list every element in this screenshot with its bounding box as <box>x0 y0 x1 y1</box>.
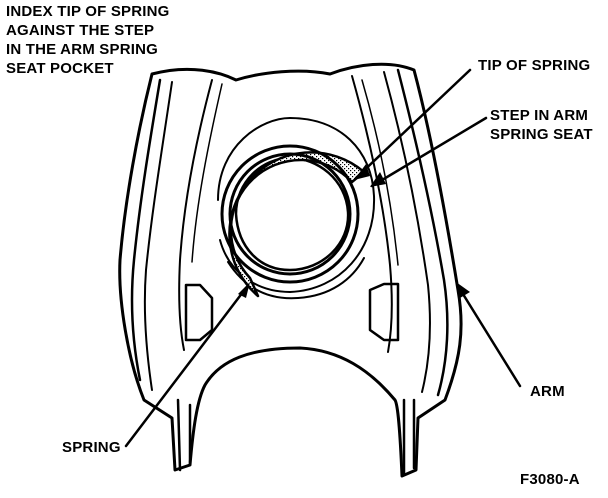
arrowhead-arm <box>456 282 470 298</box>
arm-label: ARM <box>530 383 565 400</box>
step-in-arm-line-2: SPRING SEAT <box>490 126 593 143</box>
index-note-line-3: IN THE ARM SPRING <box>6 41 159 58</box>
step-in-arm-line-1: STEP IN ARM <box>490 107 589 124</box>
leader-tip-of-spring <box>354 68 472 180</box>
step-in-arm-label: STEP IN ARM SPRING SEAT <box>490 106 593 144</box>
arm-left-rib-inner <box>178 79 213 351</box>
arm-right-leg <box>402 398 416 476</box>
figure-id-label: F3080-A <box>520 471 580 488</box>
arrowhead-spring <box>238 282 250 298</box>
spring-seat-bore-inner <box>228 152 352 276</box>
arm-left-leg <box>176 398 192 472</box>
arm-right-rib-middle <box>383 71 431 393</box>
left-pad <box>184 283 214 342</box>
index-note-label: INDEX TIP OF SPRING AGAINST THE STEP IN … <box>6 2 170 78</box>
arm-left-rib-middle <box>143 81 173 391</box>
leader-step-in-arm <box>370 116 488 188</box>
leader-arm <box>456 284 522 388</box>
index-note-line-4: SEAT POCKET <box>6 60 114 77</box>
leader-spring <box>124 286 248 448</box>
arrowhead-tip-of-spring <box>354 164 370 180</box>
tip-of-spring-label: TIP OF SPRING <box>478 57 591 74</box>
spring-seat-lip <box>234 156 350 272</box>
arm-left-rib-edge <box>191 83 223 263</box>
spring-seat-rim <box>217 117 376 293</box>
spring-label: SPRING <box>62 439 121 456</box>
index-note-line-1: INDEX TIP OF SPRING <box>6 3 170 20</box>
arm-outline <box>118 62 463 478</box>
arm-right-rib-edge <box>361 79 399 266</box>
arm-right-rib-inner <box>351 75 393 353</box>
index-note-line-2: AGAINST THE STEP <box>6 22 155 39</box>
right-pad <box>368 282 400 342</box>
arm-left-rib-outer <box>130 78 162 382</box>
arrowhead-step-in-arm <box>370 172 386 187</box>
arm-right-rib-outer <box>396 68 449 397</box>
spring-seat-bore-outer <box>220 144 360 284</box>
